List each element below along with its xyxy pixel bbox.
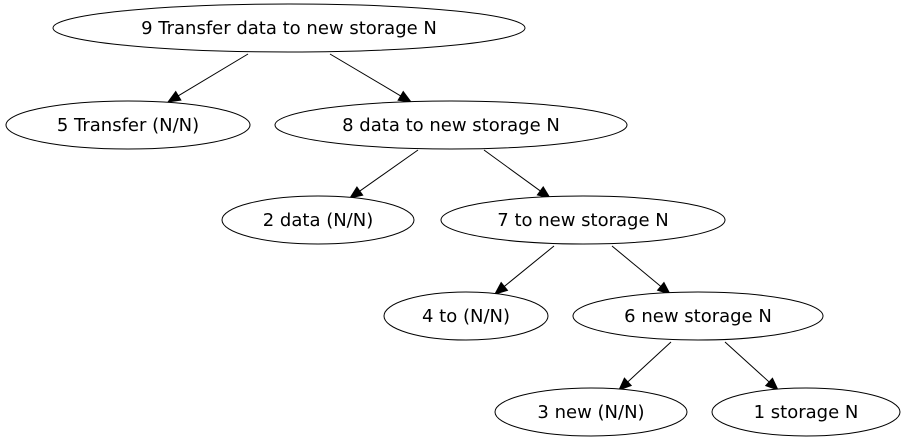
edge-n7-to-n6: [611, 245, 672, 295]
node-n7: 7 to new storage N: [440, 195, 726, 245]
node-ellipse: [274, 100, 628, 150]
edge-n9-to-n5: [166, 53, 249, 103]
node-n6: 6 new storage N: [572, 291, 824, 341]
edge-n8-to-n2: [348, 149, 419, 199]
node-label: 2 data (N/N): [263, 210, 373, 231]
node-n4: 4 to (N/N): [383, 291, 549, 341]
edge-n8-to-n7: [483, 149, 552, 199]
arrowhead-icon: [397, 90, 413, 103]
node-label: 4 to (N/N): [422, 306, 510, 327]
node-ellipse: [711, 387, 901, 437]
edge-line: [611, 245, 662, 287]
edge-n6-to-n3: [618, 341, 672, 391]
edge-n9-to-n8: [329, 53, 413, 103]
node-ellipse: [572, 291, 824, 341]
nodes-layer: 9 Transfer data to new storage N 5 Transf…: [5, 3, 901, 437]
node-n9: 9 Transfer data to new storage N: [52, 3, 526, 53]
edge-line: [724, 341, 770, 383]
node-label: 9 Transfer data to new storage N: [141, 18, 437, 39]
edge-line: [503, 245, 555, 287]
arrowhead-icon: [618, 377, 633, 391]
node-ellipse: [440, 195, 726, 245]
node-ellipse: [221, 195, 415, 245]
arrowhead-icon: [656, 281, 672, 295]
arrowhead-icon: [348, 186, 364, 199]
edge-n7-to-n4: [493, 245, 555, 295]
node-ellipse: [494, 387, 688, 437]
node-n8: 8 data to new storage N: [274, 100, 628, 150]
node-label: 8 data to new storage N: [342, 115, 560, 136]
node-n5: 5 Transfer (N/N): [5, 100, 251, 150]
arrowhead-icon: [764, 377, 779, 391]
node-label: 6 new storage N: [624, 306, 772, 327]
node-label: 7 to new storage N: [497, 210, 668, 231]
node-ellipse: [383, 291, 549, 341]
node-label: 1 storage N: [754, 402, 859, 423]
node-label: 5 Transfer (N/N): [57, 115, 199, 136]
node-ellipse: [52, 3, 526, 53]
node-n1: 1 storage N: [711, 387, 901, 437]
edge-line: [329, 53, 401, 97]
node-label: 3 new (N/N): [537, 402, 644, 423]
node-n2: 2 data (N/N): [221, 195, 415, 245]
node-n3: 3 new (N/N): [494, 387, 688, 437]
edge-line: [483, 149, 541, 192]
edge-line: [627, 341, 672, 383]
arrowhead-icon: [493, 281, 509, 295]
edge-n6-to-n1: [724, 341, 779, 391]
edge-line: [178, 53, 249, 97]
arrowhead-icon: [166, 90, 182, 103]
edge-line: [359, 149, 419, 192]
node-ellipse: [5, 100, 251, 150]
